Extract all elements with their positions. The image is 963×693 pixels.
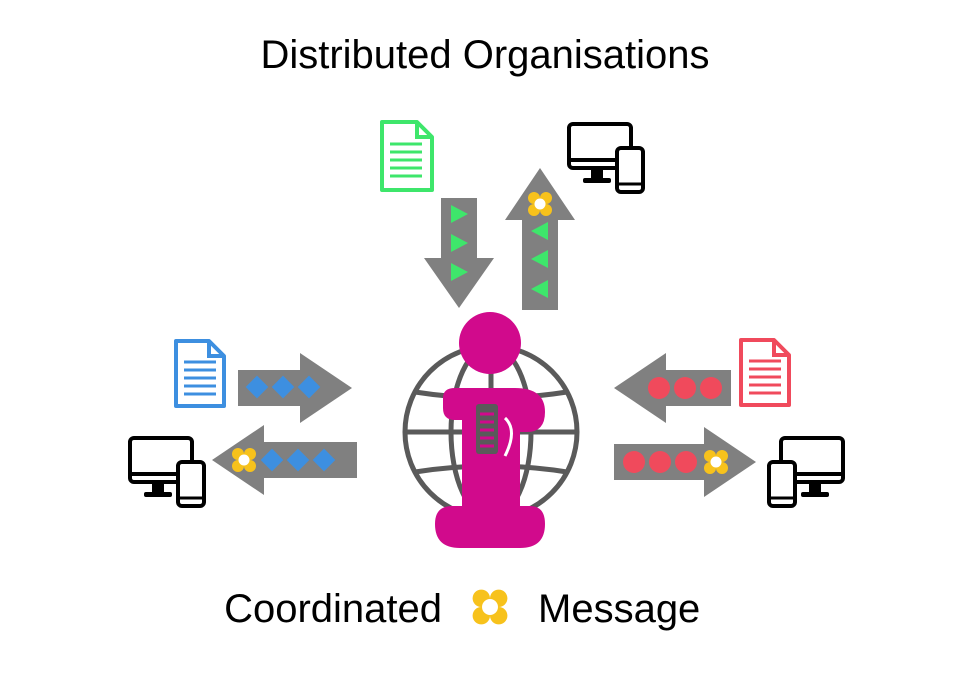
inbound-arrow-top [424, 198, 494, 308]
diagram-title: Distributed Organisations [260, 33, 709, 77]
desktop-and-phone-icon [767, 436, 845, 508]
outbound-arrow-right [614, 427, 756, 497]
desktop-and-phone-icon [128, 436, 206, 508]
outbound-arrow-top [505, 168, 575, 310]
green-document-icon [380, 120, 434, 192]
caption-coordinated: Coordinated [224, 587, 442, 631]
desktop-and-phone-icon [567, 122, 645, 194]
inbound-arrow-left [238, 353, 352, 423]
person-hub-icon [435, 312, 545, 548]
red-document-icon [739, 338, 791, 407]
outbound-arrow-left [212, 425, 357, 495]
caption-message: Message [538, 587, 700, 631]
blue-document-icon [174, 339, 226, 408]
inbound-arrow-right [614, 353, 731, 423]
coordinated-message-icon [472, 589, 508, 625]
